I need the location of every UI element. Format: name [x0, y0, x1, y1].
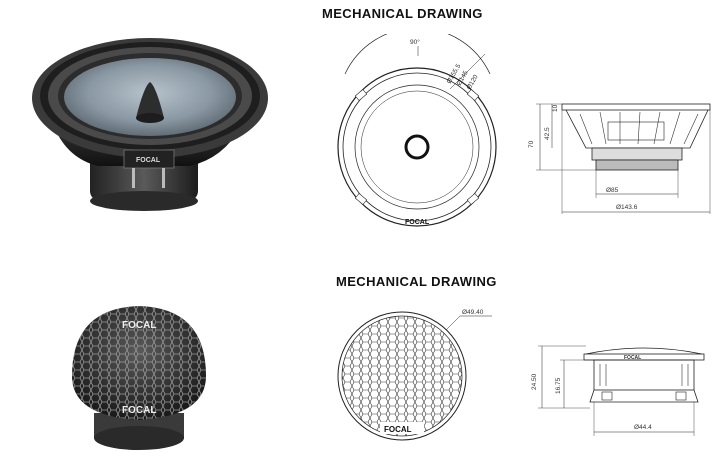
woofer-brand-label: FOCAL	[136, 157, 161, 164]
tweeter-front-logo: FOCAL	[384, 425, 412, 434]
woofer-side-drawing: 70 10 42.5 Ø85 Ø143.6	[528, 103, 711, 214]
height-total-label: 70	[528, 140, 535, 148]
tweeter-height-total-label: 24.50	[531, 373, 538, 390]
tweeter-product-image: FOCAL FOCAL	[72, 306, 206, 450]
height-top-label: 10	[552, 104, 559, 112]
tweeter-front-drawing: Ø49.40 FOCAL	[337, 309, 492, 441]
tweeter-height-inner-label: 16.75	[555, 377, 562, 394]
tweeter-diameter-label: Ø49.40	[462, 309, 484, 316]
section-heading-tweeter: MECHANICAL DRAWING	[336, 274, 497, 289]
tweeter-brand-label-top: FOCAL	[122, 320, 156, 331]
woofer-front-drawing: 90° Ø155.5 Ø145 Ø120 FOCAL	[337, 34, 497, 227]
woofer-front-logo: FOCAL	[405, 219, 430, 226]
tweeter-side-drawing: FOCAL 24.50 16.75 Ø44.4	[531, 345, 705, 436]
section-heading-woofer: MECHANICAL DRAWING	[322, 6, 483, 21]
magnet-diameter-label: Ø85	[606, 187, 619, 194]
woofer-product-image: FOCAL	[32, 38, 268, 211]
tweeter-side-logo: FOCAL	[624, 355, 641, 361]
height-mid-label: 42.5	[544, 127, 551, 140]
outer-diameter-label: Ø143.6	[616, 204, 638, 211]
angle-label: 90°	[410, 38, 420, 46]
tweeter-brand-label-bottom: FOCAL	[122, 405, 156, 416]
tweeter-diameter-side-label: Ø44.4	[634, 424, 652, 431]
